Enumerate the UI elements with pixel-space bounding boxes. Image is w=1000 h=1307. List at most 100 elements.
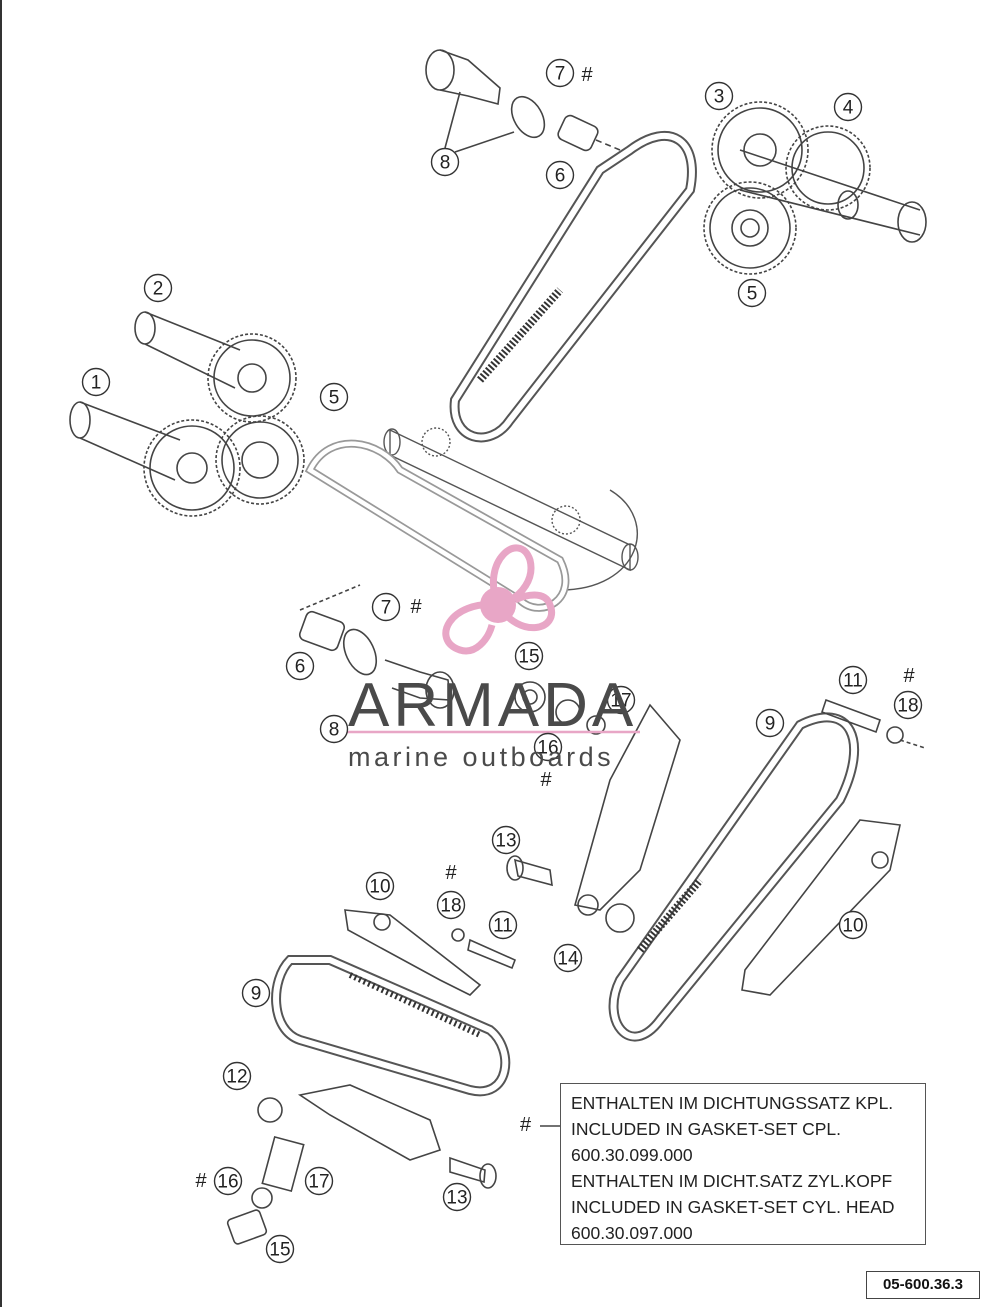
callout-c10a: 10 [365,871,395,901]
callout-circle [893,690,923,720]
callout-number: 9 [765,714,776,735]
callout-circle [838,665,868,695]
callout-circle [545,160,575,190]
right-chain-guide-assembly [608,698,926,1042]
hash-marker: # [903,665,915,687]
callout-c17b: 17 [304,1166,334,1196]
callout-c9a: 9 [755,708,785,738]
callout-number: 10 [842,916,863,937]
callout-number: 8 [440,153,451,174]
callout-number: 1 [91,373,102,394]
legend-line-3: 600.30.099.000 [571,1145,693,1165]
callout-c18a: 18 [893,690,923,720]
callout-number: 11 [493,916,513,937]
hash-markers: # # # # # # [195,64,915,1192]
callout-number: 18 [440,896,461,917]
callout-circle [365,871,395,901]
gasket-set-legend: ENTHALTEN IM DICHTUNGSSATZ KPL. INCLUDED… [560,1083,926,1245]
tensioner-arm [506,703,681,933]
callout-number: 5 [747,284,758,305]
callout-number: 5 [329,388,340,409]
callout-number: 2 [153,279,164,300]
callout-circle [81,367,111,397]
legend-line-4: ENTHALTEN IM DICHT.SATZ ZYL.KOPF [571,1171,893,1191]
hash-marker: # [581,64,593,86]
callout-c10b: 10 [838,910,868,940]
legend-hash-marker: # [520,1114,532,1136]
upper-timing-chain [449,130,697,443]
callout-circle [704,81,734,111]
callout-number: 3 [714,87,725,108]
callout-number: 16 [217,1172,238,1193]
callout-number: 18 [897,696,918,717]
callout-c18b: 18 [436,890,466,920]
hash-marker: # [195,1170,207,1192]
callout-number: 16 [537,738,558,759]
callout-c14: 14 [553,943,583,973]
callout-number: 8 [329,720,340,741]
callout-c15b: 15 [265,1234,295,1264]
callout-circle [371,592,401,622]
callout-circle [545,58,575,88]
lower-chain-guide-assembly [226,909,517,1245]
callout-number: 9 [251,984,262,1005]
callout-c8a: 8 [430,147,460,177]
callout-c4: 4 [833,92,863,122]
callout-circle [606,685,636,715]
callout-number: 14 [557,949,579,970]
callout-number: 13 [446,1188,467,1209]
legend-line-1: ENTHALTEN IM DICHTUNGSSATZ KPL. [571,1093,894,1113]
callout-c5a: 5 [737,278,767,308]
watermark-subtitle: marine outboards [348,742,615,772]
callout-circle [319,382,349,412]
legend-line-6: 600.30.097.000 [571,1223,693,1243]
watermark-logo [330,544,640,734]
watermark-title: ARMADA [348,671,638,740]
callout-c13b: 13 [442,1182,472,1212]
callout-circle [304,1166,334,1196]
hash-marker: # [445,862,457,884]
left-camshaft-assembly [69,311,305,517]
callout-c15a: 15 [514,641,544,671]
callout-circle [143,273,173,303]
page-left-border [0,0,2,1307]
callout-number: 11 [843,671,863,692]
callout-circle [533,732,563,762]
callout-circle [838,910,868,940]
upper-camshaft-assembly [703,101,927,275]
callout-number: 15 [269,1240,290,1261]
callout-circle [285,651,315,681]
callout-c11a: 11 [838,665,868,695]
callout-c7a: 7 [545,58,575,88]
callout-c11b: 11 [488,910,518,940]
legend-line-5: INCLUDED IN GASKET-SET CYL. HEAD [571,1197,895,1217]
callout-number: 10 [369,877,390,898]
callout-number: 13 [495,831,516,852]
callout-circle [553,943,583,973]
callout-number: 12 [226,1067,247,1088]
callout-c1: 1 [81,367,111,397]
callout-circle [436,890,466,920]
callout-circle [755,708,785,738]
callout-c6b: 6 [285,651,315,681]
callout-circle [241,978,271,1008]
diagram-reference-number: 05-600.36.3 [866,1271,980,1299]
callout-number: 4 [843,98,854,119]
callout-c13a: 13 [491,825,521,855]
callout-c16b: 16 [213,1166,243,1196]
callout-circle [213,1166,243,1196]
callout-c12: 12 [222,1061,252,1091]
callout-circle [488,910,518,940]
callout-circle [222,1061,252,1091]
callout-number: 15 [518,647,539,668]
callout-c17a: 17 [606,685,636,715]
callout-number: 17 [610,691,631,712]
callout-c8b: 8 [319,714,349,744]
callout-number: 7 [381,598,392,619]
callout-c3: 3 [704,81,734,111]
callout-number: 6 [295,657,306,678]
callout-circle [491,825,521,855]
callout-number: 7 [555,64,566,85]
